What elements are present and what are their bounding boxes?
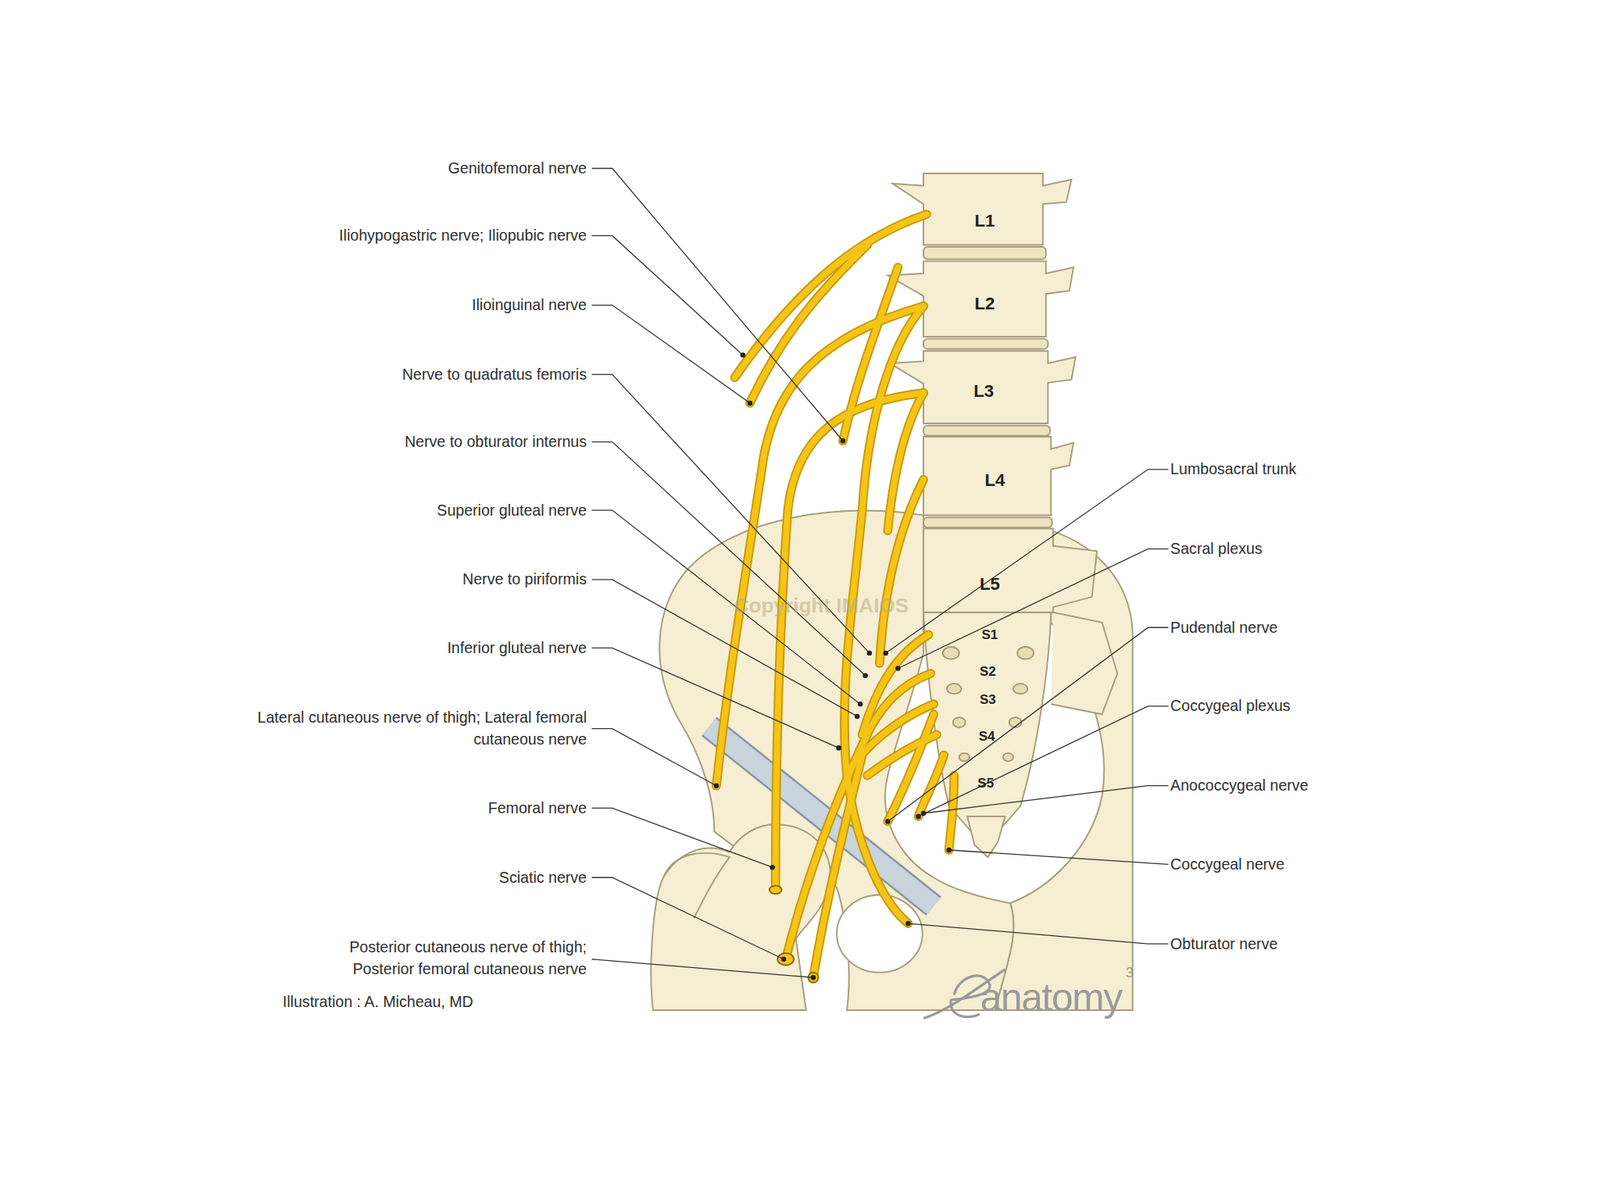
watermark: Copyright IMAIOS	[734, 593, 909, 617]
femur	[650, 824, 830, 1011]
nerve-label: Nerve to quadratus femoris	[402, 363, 587, 386]
nerve-label: Sciatic nerve	[499, 866, 587, 890]
vertebra-label: L4	[985, 469, 1006, 493]
nerve-label: Lateral cutaneous nerve of thigh; Latera…	[255, 706, 587, 751]
obturator-foramen	[836, 894, 923, 972]
nerve-label: Ilioinguinal nerve	[471, 293, 587, 317]
nerves	[716, 214, 954, 983]
logo-text: anatomy	[980, 986, 1122, 1010]
nerve-label: Inferior gluteal nerve	[446, 636, 587, 660]
leader-dots	[714, 352, 952, 980]
nerve-label: Pudendal nerve	[1170, 616, 1278, 640]
nerve-label: Sacral plexus	[1170, 537, 1263, 561]
nerve-label: Obturator nerve	[1170, 932, 1278, 956]
nerve-label: Anococcygeal nerve	[1170, 774, 1308, 797]
credit-text: Illustration : A. Micheau, MD	[282, 990, 474, 1014]
logo-number: 3	[1125, 960, 1134, 984]
greater-trochanter	[663, 853, 730, 919]
nerve-label: Genitofemoral nerve	[448, 157, 588, 180]
nerve-label: Coccygeal plexus	[1170, 694, 1291, 718]
nerve-ends	[769, 885, 819, 983]
sacral-label: S5	[977, 772, 994, 796]
nerve-fill	[716, 214, 954, 978]
sacral-label: S3	[979, 689, 997, 712]
nerve-label: Superior gluteal nerve	[436, 499, 587, 522]
nerve-label: Lumbosacral trunk	[1170, 457, 1297, 481]
nerve-label: Posterior cutaneous nerve of thigh; Post…	[290, 935, 587, 981]
vertebra-label: L3	[973, 380, 994, 404]
sacral-label: S1	[982, 623, 999, 647]
nerve-label: Nerve to obturator internus	[404, 430, 587, 454]
vertebra-label: L2	[974, 292, 995, 316]
sacral-foramina	[942, 646, 1034, 761]
nerve-label: Iliohypogastric nerve; Iliopubic nerve	[339, 224, 587, 247]
nerve-label: Nerve to piriformis	[462, 568, 587, 592]
nerve-label: Femoral nerve	[488, 796, 587, 820]
vertebrae	[887, 173, 1118, 715]
nerve-label: Coccygeal nerve	[1170, 853, 1285, 876]
vertebra-label: L5	[979, 573, 1000, 597]
sacral-label: S4	[978, 725, 996, 749]
nerve-outline	[716, 214, 954, 978]
vertebra-label: L1	[974, 210, 995, 233]
leader-lines	[592, 168, 1169, 979]
sacral-label: S2	[979, 660, 997, 683]
coccyx	[967, 816, 1005, 858]
